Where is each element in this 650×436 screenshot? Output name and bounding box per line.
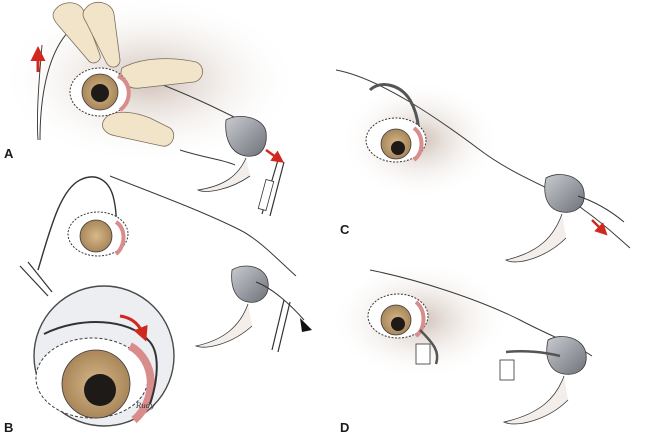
panel-c-nose — [544, 174, 585, 213]
panel-d-pupil — [391, 317, 405, 331]
panel-a-nose — [225, 116, 267, 157]
panel-a-lip — [196, 157, 251, 192]
panel-c-conjunctiva — [412, 126, 424, 162]
panel-label-c: C — [340, 222, 350, 237]
artist-signature: Rudy — [136, 402, 155, 410]
panel-b-suture-exit — [255, 281, 305, 321]
panel-b-illustration — [19, 175, 312, 427]
panel-c-pupil — [391, 141, 405, 155]
panel-b-inset-arrow — [119, 314, 148, 342]
panel-b-lip — [194, 303, 253, 348]
panel-c-tube-exit — [577, 195, 625, 223]
panel-d-illustration — [330, 260, 593, 425]
panel-b-inset-conjunctiva — [127, 342, 155, 424]
panel-c-illustration — [335, 69, 631, 263]
panel-c-red-arrow — [591, 219, 608, 236]
panel-d-nose — [546, 336, 587, 375]
panel-a-pupil — [91, 84, 109, 102]
panel-b-nose — [231, 265, 269, 303]
panel-a-upper-finger-1 — [52, 2, 101, 64]
panel-d-suture-tab-nose — [499, 359, 515, 381]
panel-d-tubing-nose — [505, 349, 561, 358]
panel-a-upper-finger-2 — [82, 1, 121, 68]
panel-b-inset — [33, 285, 175, 427]
panel-b-left-forceps — [19, 261, 53, 297]
panel-label-a: A — [4, 146, 14, 161]
panel-b-head-outline — [109, 175, 297, 277]
panel-a-illustration — [0, 0, 300, 217]
panel-d-conjunctiva — [414, 300, 426, 338]
panel-b-black-arrow — [300, 318, 312, 332]
panel-d-suture-tab-eye — [415, 343, 431, 365]
panel-a-down-arrow — [265, 148, 285, 163]
panel-b-inset-pupil — [84, 374, 116, 406]
panel-a-forceps-grip — [257, 178, 275, 212]
panel-d-lip — [502, 375, 569, 425]
panel-c-lip — [504, 213, 567, 263]
panel-d-tubing-loop — [419, 329, 439, 365]
panel-label-d: D — [340, 420, 350, 435]
panel-b-iris — [79, 219, 113, 253]
panel-b-conjunctiva — [114, 220, 126, 256]
panel-a-conjunctiva — [116, 74, 131, 112]
panel-a-lower-finger — [102, 111, 175, 147]
panel-label-b: B — [4, 420, 14, 435]
panel-b-right-forceps — [271, 299, 291, 353]
